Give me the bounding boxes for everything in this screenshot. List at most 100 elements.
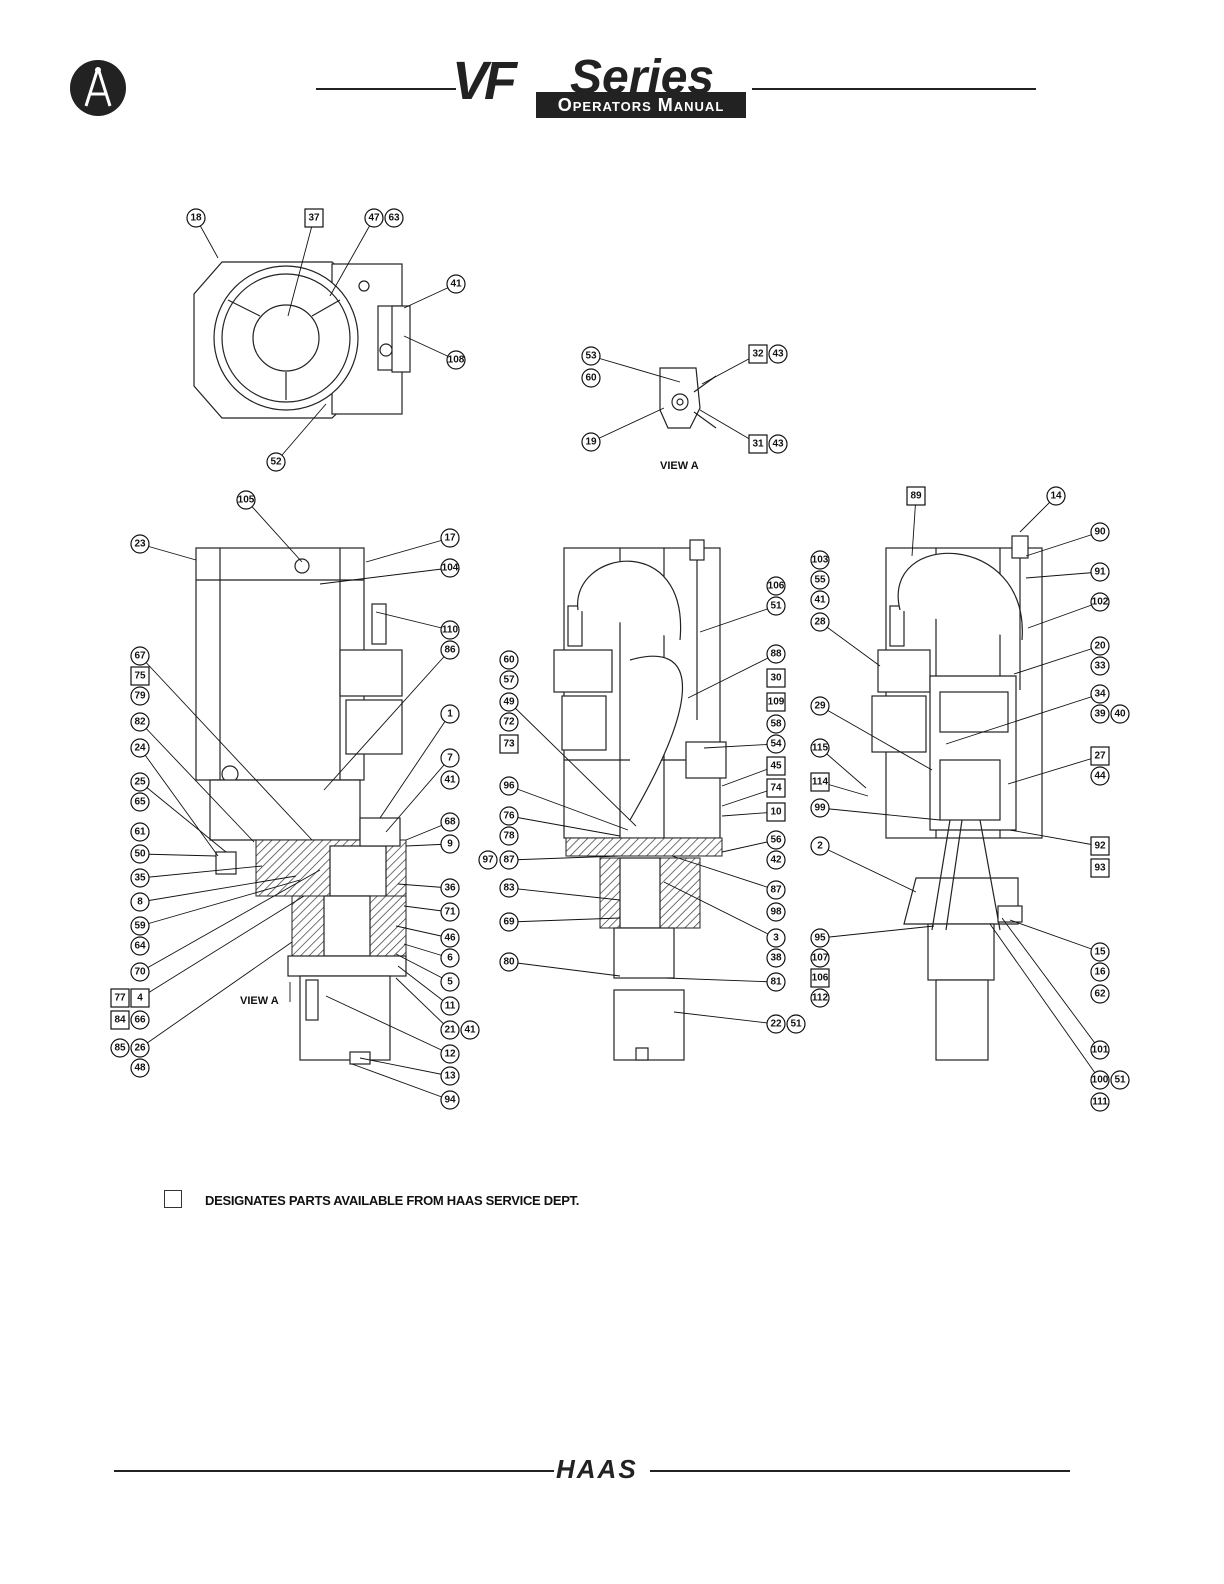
logo-subtitle: Operators Manual: [536, 92, 746, 118]
view-a-detail: [659, 367, 717, 429]
callout-circle-icon: [440, 1090, 460, 1110]
callout-52: 52: [266, 403, 327, 472]
callout-box-icon: [748, 434, 768, 454]
callout-circle-icon: [130, 1058, 150, 1078]
callout-leader: [1025, 531, 1101, 557]
callout-number: 9: [447, 839, 453, 850]
callout-box-icon: [766, 756, 786, 776]
callout-106: 106: [810, 968, 830, 988]
callout-circle-icon: [364, 208, 384, 228]
callout-number: 11: [445, 1001, 456, 1012]
callout-6: 6: [403, 943, 460, 968]
callout-81: 81: [665, 972, 786, 992]
callout-51: 51: [786, 1014, 806, 1034]
callout-18: 18: [186, 208, 219, 259]
callout-82: 82: [130, 712, 255, 843]
callout-circle-icon: [440, 1044, 460, 1064]
callout-circle-icon: [499, 912, 519, 932]
callout-circle-icon: [768, 344, 788, 364]
callout-number: 51: [790, 1019, 802, 1030]
callout-leader: [508, 887, 621, 901]
header-rule-right: [752, 88, 1036, 90]
callout-71: 71: [403, 902, 460, 922]
callout-number: 75: [134, 671, 146, 682]
callout-number: 34: [1094, 689, 1106, 700]
callout-leader: [1025, 571, 1101, 579]
callout-number: 42: [770, 855, 782, 866]
callout-number: 85: [114, 1043, 126, 1054]
callout-circle-icon: [130, 772, 150, 792]
callout-number: 41: [464, 1025, 476, 1036]
callout-41: 41: [460, 1020, 480, 1040]
callout-number: 39: [1094, 709, 1106, 720]
callout-circle-icon: [130, 962, 150, 982]
callout-107: 107: [810, 948, 830, 968]
callout-circle-icon: [810, 738, 830, 758]
callout-circle-icon: [499, 776, 519, 796]
callout-number: 66: [134, 1015, 146, 1026]
callout-box-icon: [110, 1010, 130, 1030]
callout-8: 8: [130, 875, 297, 912]
callout-number: 107: [812, 953, 829, 964]
callout-leader: [395, 977, 451, 1031]
callout-box-icon: [766, 668, 786, 688]
callout-box-icon: [810, 968, 830, 988]
callout-leader: [275, 403, 327, 463]
callout-54: 54: [703, 734, 786, 754]
callout-25: 25: [130, 772, 227, 853]
callout-circle-icon: [440, 948, 460, 968]
callout-13: 13: [359, 1057, 460, 1086]
callout-box-icon: [766, 802, 786, 822]
callout-circle-icon: [1090, 656, 1110, 676]
callout-number: 25: [134, 777, 146, 788]
callout-number: 59: [134, 921, 146, 932]
callout-circle-icon: [130, 686, 150, 706]
callout-box-icon: [906, 486, 926, 506]
callout-circle-icon: [1090, 704, 1110, 724]
callout-box-icon: [110, 988, 130, 1008]
callout-leader: [663, 881, 777, 939]
callout-leader: [989, 923, 1101, 1081]
callout-23: 23: [130, 534, 197, 561]
callout-number: 96: [503, 781, 515, 792]
callout-circle-icon: [440, 748, 460, 768]
callout-110: 110: [375, 611, 460, 640]
callout-number: 87: [770, 885, 782, 896]
callout-circle-icon: [499, 878, 519, 898]
callout-circle-icon: [110, 1038, 130, 1058]
callout-leader: [699, 409, 759, 445]
callout-number: 15: [1094, 947, 1106, 958]
callout-number: 67: [134, 651, 146, 662]
callout-70: 70: [130, 869, 321, 982]
callout-72: 72: [499, 712, 519, 732]
callout-box-icon: [1090, 858, 1110, 878]
callout-number: 100: [1092, 1075, 1109, 1086]
callout-19: 19: [581, 407, 665, 452]
vf-series-logo: VF Series Operators Manual: [452, 51, 752, 120]
callout-leader: [508, 961, 621, 977]
callout-circle-icon: [499, 650, 519, 670]
callout-number: 58: [770, 719, 782, 730]
callout-92: 92: [1009, 829, 1110, 856]
callout-leader: [139, 543, 197, 561]
callout-number: 115: [812, 743, 829, 754]
callout-circle-icon: [768, 434, 788, 454]
callout-leader: [139, 941, 293, 1049]
callout-number: 32: [752, 349, 764, 360]
callout-60: 60: [499, 650, 519, 670]
callout-number: 63: [388, 213, 400, 224]
callout-number: 51: [1114, 1075, 1126, 1086]
callout-number: 14: [1050, 491, 1062, 502]
callout-27: 27: [1007, 746, 1110, 785]
callout-circle-icon: [440, 528, 460, 548]
callout-circle-icon: [810, 550, 830, 570]
callout-circle-icon: [266, 452, 286, 472]
callout-number: 94: [444, 1095, 456, 1106]
callout-number: 49: [503, 697, 515, 708]
callout-56: 56: [721, 830, 786, 853]
callout-51: 51: [1110, 1070, 1130, 1090]
callout-circle-icon: [766, 1014, 786, 1034]
callout-number: 98: [770, 907, 782, 918]
callout-number: 24: [134, 743, 146, 754]
